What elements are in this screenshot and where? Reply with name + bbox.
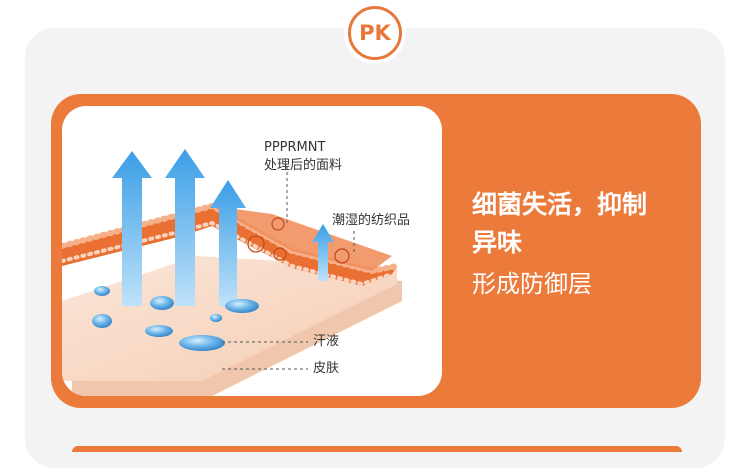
- fabric-diagram: PPPRMNT 处理后的面料 潮湿的纺织品 汗液 皮肤: [62, 106, 442, 396]
- feature-title-line1: 细菌失活，抑制: [472, 190, 648, 219]
- feature-title-line2: 异味: [472, 228, 523, 257]
- skin-label: 皮肤: [313, 361, 340, 376]
- pk-badge: PK: [344, 2, 406, 64]
- fabric-layers-illustration: [62, 149, 402, 396]
- vapor-arrows: [112, 149, 334, 306]
- leader-lines: [222, 166, 355, 370]
- sweat-droplets: [92, 286, 259, 351]
- fabric-label-line2: 处理后的面料: [264, 158, 343, 173]
- pk-badge-text: PK: [348, 6, 402, 60]
- bacteria-icons: [247, 217, 350, 264]
- fabric-label-line1: PPPRMNT: [264, 140, 326, 155]
- next-card-edge: [72, 446, 682, 452]
- feature-title: 细菌失活，抑制 异味: [472, 186, 682, 262]
- fabric-layer: [62, 202, 400, 287]
- sweat-label: 汗液: [313, 334, 340, 349]
- feature-subtitle: 形成防御层: [472, 270, 592, 298]
- wet-textile-label: 潮湿的纺织品: [332, 213, 411, 228]
